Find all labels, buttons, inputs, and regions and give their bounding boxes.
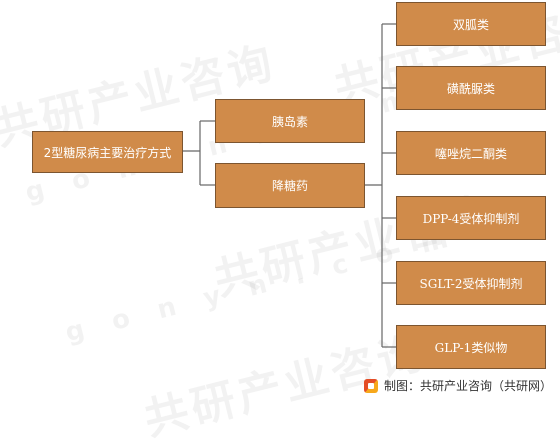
logo-icon: [363, 378, 378, 393]
connector-lines: [183, 23, 396, 348]
node-sglt2-inhibitors: SGLT-2受体抑制剂: [396, 261, 546, 305]
node-dpp4-inhibitors: DPP-4受体抑制剂: [396, 196, 546, 240]
root-node: 2型糖尿病主要治疗方式: [32, 131, 183, 173]
node-thiazolidinediones: 噻唑烷二酮类: [396, 131, 546, 175]
caption-text: 制图：共研产业咨询（共研网）: [383, 379, 552, 393]
node-biguanides: 双胍类: [396, 2, 546, 46]
node-glp1-analogs: GLP-1类似物: [396, 325, 546, 369]
node-hypoglycemic-drugs: 降糖药: [215, 163, 365, 208]
source-caption: 制图：共研产业咨询（共研网）: [363, 377, 552, 394]
node-insulin: 胰岛素: [215, 99, 365, 143]
node-sulfonylureas: 磺酰脲类: [396, 66, 546, 110]
